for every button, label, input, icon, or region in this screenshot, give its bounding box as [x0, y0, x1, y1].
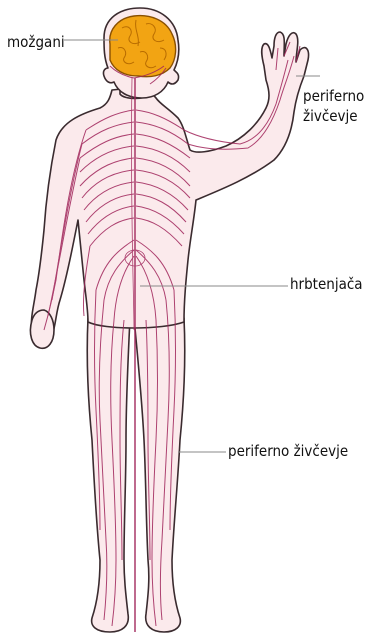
left-hand — [30, 310, 54, 348]
brain-shape — [110, 16, 176, 77]
label-peripheral-arm-line2: živčevje — [303, 106, 364, 126]
label-peripheral-nerves-leg: periferno živčevje — [228, 442, 348, 460]
label-brain: možgani — [7, 33, 65, 51]
left-leg — [87, 318, 130, 632]
brain-icon — [110, 16, 176, 77]
label-peripheral-arm-line1: periferno — [303, 86, 364, 106]
label-peripheral-nerves-arm: periferno živčevje — [303, 86, 364, 126]
right-leg — [134, 318, 185, 632]
body-silhouette — [30, 8, 308, 632]
label-spinal-cord: hrbtenjača — [290, 275, 363, 293]
